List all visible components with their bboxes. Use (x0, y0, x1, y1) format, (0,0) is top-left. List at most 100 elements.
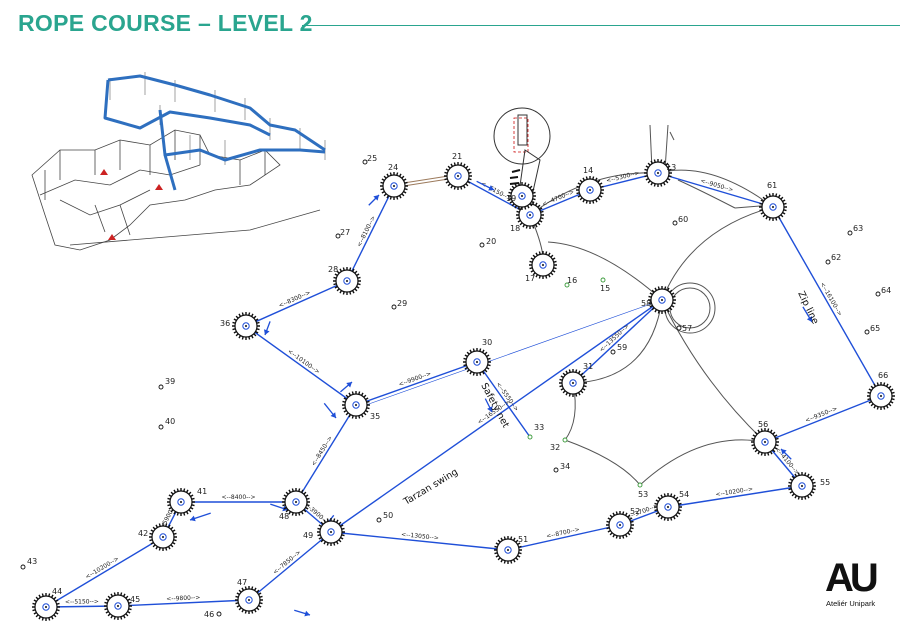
direction-arrow (780, 448, 792, 460)
dimension-label: <--10200--> (84, 555, 120, 580)
platform-49: 49 (303, 518, 345, 546)
route-segment (330, 531, 509, 551)
point-number: 20 (486, 237, 496, 246)
direction-arrow (323, 402, 337, 419)
platform-number: 48 (279, 512, 289, 521)
brand-name: Ateliér Unipark (826, 599, 875, 608)
zip-line-label: Zip line (795, 289, 820, 326)
platform-number: 58 (641, 299, 651, 308)
point-64: 64 (875, 286, 891, 297)
point-number: 46 (204, 610, 214, 619)
platform-51: 51 (494, 535, 528, 564)
point-65: 65 (864, 324, 880, 335)
point-number: 16 (567, 276, 577, 285)
route-segment (295, 404, 357, 503)
platform-35: 35 (342, 391, 380, 421)
platform-66: 66 (867, 371, 895, 410)
dimension-label: <--7850--> (272, 549, 303, 576)
auxiliary-line (365, 299, 663, 406)
direction-arrow (340, 381, 353, 393)
logo-text: AU (825, 556, 877, 600)
platform-54: 54 (654, 490, 689, 521)
point-33: 33 (527, 423, 544, 440)
point-number: 27 (340, 228, 350, 237)
point-57: 57 (676, 324, 692, 333)
platform-52: 52 (606, 507, 640, 539)
point-20: 20 (479, 237, 496, 248)
route-segment (45, 536, 164, 608)
anchor-points: 15 16 20 25 27 29 32 33 34 39 40 43 46 50 53 57 59 60 62 63… (20, 154, 891, 619)
platform-number: 66 (878, 371, 888, 380)
platform-48: 48 (279, 488, 310, 521)
point-number: 25 (367, 154, 377, 163)
title-rule (302, 25, 900, 26)
dimension-label: <--9050--> (699, 178, 734, 194)
point-number: 50 (383, 511, 393, 520)
point-number: 59 (617, 343, 627, 352)
platform-42: 42 (138, 523, 177, 551)
dimension-label: <--10100--> (286, 348, 321, 376)
platform-number: 49 (303, 531, 313, 540)
platform-41: 41 (167, 487, 207, 516)
platform-17: 17 (525, 251, 557, 283)
tower-structure (493, 107, 551, 206)
platform-number: 19 (506, 194, 516, 203)
dimension-label: <--4100--> (773, 446, 800, 477)
route-segment (476, 361, 531, 438)
platform-number: 61 (767, 181, 777, 190)
point-32: 32 (550, 437, 568, 452)
platform-number: 30 (482, 338, 492, 347)
point-59: 59 (610, 343, 627, 355)
platform-61: 61 (759, 181, 787, 221)
platform-14: 14 (576, 166, 604, 204)
point-62: 62 (825, 253, 841, 265)
dimension-label: <--5150--> (65, 598, 99, 605)
direction-arrow (263, 321, 271, 336)
point-number: 40 (165, 417, 175, 426)
point-number: 57 (682, 324, 692, 333)
point-63: 63 (847, 224, 863, 236)
dimension-label: <--8400--> (222, 494, 256, 501)
point-number: 39 (165, 377, 175, 386)
platform-number: 17 (525, 274, 535, 283)
point-15: 15 (600, 277, 610, 293)
platform-44: 44 (32, 587, 62, 621)
route-segment (667, 485, 803, 508)
route-segment (346, 185, 395, 282)
platform-47: 47 (235, 578, 263, 614)
route-segment (355, 361, 478, 406)
direction-arrow (802, 306, 813, 323)
dimension-label: <--13050--> (401, 531, 439, 542)
platform-number: 47 (237, 578, 247, 587)
point-53: 53 (637, 482, 648, 499)
platform-number: 18 (510, 224, 520, 233)
dimension-label: <--9800--> (166, 594, 200, 603)
platform-number: 45 (130, 595, 140, 604)
platform-number: 31 (583, 362, 593, 371)
point-number: 43 (27, 557, 37, 566)
platform-13: 13 (644, 159, 676, 187)
point-29: 29 (391, 299, 407, 310)
route-segment (330, 299, 663, 533)
dimension-label: <--8450--> (310, 435, 334, 468)
point-number: 63 (853, 224, 863, 233)
direction-arrow (368, 194, 380, 206)
platform-58: 58 (641, 286, 676, 314)
point-46: 46 (204, 610, 222, 619)
dimension-label: <--16100--> (818, 281, 843, 317)
direction-arrow (484, 398, 493, 413)
platform-21: 21 (444, 152, 472, 190)
platform-number: 41 (197, 487, 207, 496)
platform-28: 28 (328, 265, 361, 295)
point-34: 34 (553, 462, 570, 473)
point-number: 15 (600, 284, 610, 293)
platform-number: 52 (630, 507, 640, 516)
point-60: 60 (672, 215, 688, 226)
point-number: 53 (638, 490, 648, 499)
point-40: 40 (158, 417, 175, 430)
platform-number: 55 (820, 478, 830, 487)
brand-logo: AU Ateliér Unipark (825, 556, 881, 608)
tarzan-swing-label: Tarzan swing (401, 467, 460, 508)
point-number: 29 (397, 299, 407, 308)
platform-number: 54 (679, 490, 689, 499)
